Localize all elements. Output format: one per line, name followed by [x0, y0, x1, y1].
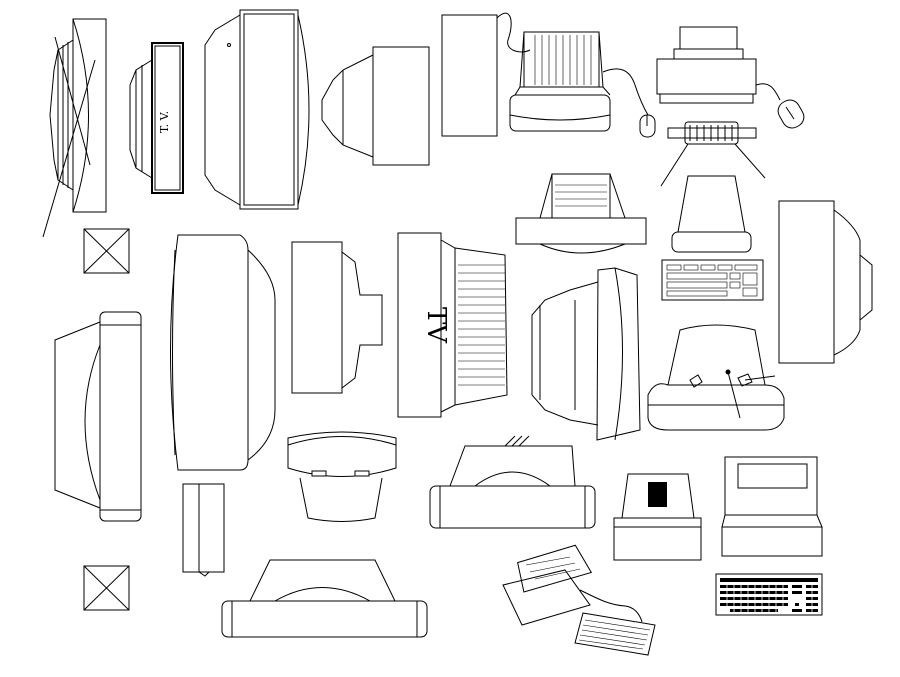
keyboard-small — [661, 259, 764, 301]
terminal-with-screen — [613, 473, 702, 561]
modem-unit — [660, 121, 766, 187]
tv-label-small: T. V. — [158, 111, 171, 133]
crt-monitor-with-mouse — [647, 324, 785, 431]
speaker-unit — [182, 483, 225, 577]
monitor-side-profile-mid — [291, 241, 383, 394]
tv-side-view-crossed — [42, 18, 107, 238]
monitor-side-profile-top — [321, 46, 430, 166]
crt-monitor-wide-low — [429, 435, 596, 529]
monitor-side-large — [54, 311, 142, 522]
tv-label-large: TV — [421, 307, 451, 344]
crossed-box-1 — [83, 228, 130, 274]
monitor-side-view-tall — [204, 9, 310, 210]
crossed-box-2 — [83, 565, 130, 611]
printer-and-keyboard-angled — [502, 544, 656, 656]
computer-desktop-unit — [721, 456, 823, 557]
monitor-side-right — [778, 200, 873, 364]
tv-side-view-labeled: T. V. — [129, 42, 184, 194]
keyboard-full — [715, 573, 823, 616]
crt-monitor-back-vents — [509, 31, 656, 138]
monitor-side-wide — [170, 234, 276, 471]
crt-monitor-perspective — [515, 173, 647, 254]
tower-box — [441, 12, 531, 137]
crt-monitor-round-front — [287, 431, 397, 522]
tv-side-view-vented: TV — [397, 232, 508, 418]
monitor-rear-perspective — [531, 267, 641, 441]
crt-monitor-large-low — [221, 559, 428, 638]
crt-monitor-front-small — [671, 175, 752, 253]
printer-with-mouse — [656, 26, 805, 129]
